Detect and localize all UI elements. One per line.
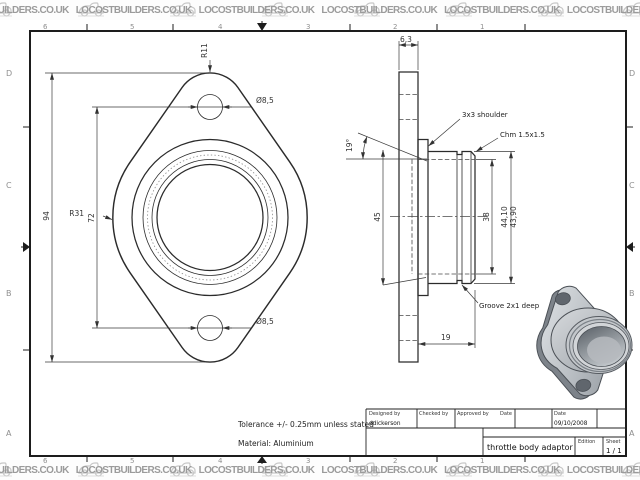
grid-col-label: 4 [218, 457, 223, 465]
grid-row-label: B [629, 289, 635, 298]
material-note: Material: Aluminium [238, 439, 314, 448]
checked-by-label: Checked by [419, 411, 448, 417]
banner-text: LOCOSTBUILDERS.CO.UK [444, 4, 560, 16]
banner-watermark-row: LOCOSTBUILDERS.CO.UK LOCOSTBUILDERS.CO.U… [0, 460, 640, 480]
banner-text: LOCOSTBUILDERS.CO.UK [321, 4, 438, 16]
banner-text: LOCOSTBUILDERS.CO.UK [566, 4, 640, 16]
drawing-notes: Tolerance +/- 0.25mm unless stated Mater… [237, 420, 374, 448]
designed-by-value: ddickerson [369, 421, 401, 427]
spigot-od-circle [142, 150, 278, 285]
bolt-hole-3d-top [555, 292, 571, 306]
dim-corner-radius: R11 [200, 43, 209, 58]
banner-text: LOCOSTBUILDERS.CO.UK [75, 464, 192, 476]
drawing-title: throttle body adaptor [487, 443, 573, 452]
grid-col-label: 1 [480, 457, 484, 465]
grid-col-label: 2 [393, 457, 397, 465]
edition-label: Edition [578, 439, 595, 445]
drawing-frame: 6 5 4 3 2 1 6 5 4 3 2 1 D [6, 21, 635, 465]
grid-col-label: 3 [306, 23, 310, 31]
dim-hole-spacing: 72 [87, 213, 96, 223]
dim-side-radius: R31 [69, 209, 84, 218]
tolerance-note: Tolerance +/- 0.25mm unless stated [237, 420, 374, 429]
dim-od-max: 44,10 [500, 206, 509, 228]
grid-col-label: 2 [393, 23, 397, 31]
grid-row-label: C [6, 181, 12, 190]
approved-by-label: Approved by [457, 411, 489, 417]
boss-outer-circle [131, 138, 289, 297]
grid-row-label: D [6, 69, 12, 78]
grid-numbers-bottom: 6 5 4 3 2 1 [43, 457, 484, 465]
sheet-value: 1 / 1 [606, 447, 622, 455]
hidden-lines [399, 94, 475, 341]
grid-col-label: 5 [130, 457, 134, 465]
grid-numbers-top: 6 5 4 3 2 1 [43, 23, 484, 31]
banner-watermark-row: LOCOSTBUILDERS.CO.UK LOCOSTBUILDERS.CO.U… [0, 0, 640, 20]
dim-od-min: 43,90 [509, 206, 518, 228]
callout-chamfer: Chm 1.5x1.5 [500, 131, 545, 139]
groove-root-circle [147, 154, 273, 281]
date-label-2: Date [554, 411, 566, 417]
render-3d [536, 285, 633, 400]
grid-row-label: A [6, 429, 12, 438]
chamfer-edge-circle [151, 159, 269, 276]
dim-counterbore: 45 [373, 212, 382, 222]
banner-text: LOCOSTBUILDERS.CO.UK [566, 464, 640, 476]
dim-overall-height: 94 [42, 211, 51, 221]
bore-circle [156, 163, 264, 272]
grid-col-label: 1 [480, 23, 484, 31]
title-block: Designed by ddickerson Checked by Approv… [365, 408, 626, 456]
banner-text: LOCOSTBUILDERS.CO.UK [198, 4, 315, 16]
designed-by-label: Designed by [369, 411, 400, 417]
date-label-1: Date [500, 411, 512, 417]
grid-row-label: C [629, 181, 635, 190]
dim-plate-thickness: 6,3 [400, 35, 412, 44]
grid-row-label: B [6, 289, 12, 298]
dim-hole-dia-top: Ø8,5 [256, 96, 274, 105]
dim-hole-dia-bottom: Ø8,5 [256, 317, 274, 326]
side-view-dimensions: 6,3 45 38 44,10 43,90 19 3x3 shoulder Ch… [373, 35, 545, 348]
banner-text: LOCOSTBUILDERS.CO.UK [444, 464, 560, 476]
grid-col-label: 5 [130, 23, 134, 31]
bore-inner-3d [587, 336, 621, 364]
side-view: 19° 6,3 45 38 44,10 43,90 [345, 35, 545, 363]
grid-ticks-right: D C B A [626, 69, 635, 438]
bolt-hole-3d-bottom [575, 378, 592, 392]
banner-text: LOCOSTBUILDERS.CO.UK [75, 4, 192, 16]
banner-text: LOCOSTBUILDERS.CO.UK [0, 464, 69, 476]
banner-text: LOCOSTBUILDERS.CO.UK [198, 464, 315, 476]
grid-col-label: 6 [43, 23, 48, 31]
spigot-profile [428, 150, 476, 285]
grid-ticks-top [86, 21, 526, 31]
dim-taper-angle: 19° [345, 138, 354, 152]
dim-bore: 38 [482, 212, 491, 222]
banner-text: LOCOSTBUILDERS.CO.UK [321, 464, 438, 476]
shoulder-profile [417, 138, 429, 297]
grid-ticks-bottom [86, 456, 526, 464]
dim-spigot-length: 19 [441, 333, 451, 342]
flange-plate-profile [398, 71, 419, 363]
top-banner: LOCOSTBUILDERS.CO.UK LOCOSTBUILDERS.CO.U… [0, 0, 640, 20]
banner-text: LOCOSTBUILDERS.CO.UK [0, 4, 69, 16]
sheet-label: Sheet [606, 439, 620, 445]
callout-shoulder: 3x3 shoulder [462, 111, 508, 119]
front-view-dimensions: 94 72 Ø8,5 Ø8,5 R11 R31 [42, 43, 274, 363]
groove-3d [568, 318, 632, 373]
date-value: 09/10/2008 [554, 421, 588, 427]
grid-row-label: A [629, 429, 635, 438]
grid-col-label: 3 [306, 457, 310, 465]
bottom-banner: LOCOSTBUILDERS.CO.UK LOCOSTBUILDERS.CO.U… [0, 460, 640, 480]
grid-ticks-left: D C B A [6, 69, 30, 438]
flange-outline [112, 72, 308, 363]
grid-col-label: 6 [43, 457, 48, 465]
front-view: 94 72 Ø8,5 Ø8,5 R11 R31 [42, 43, 308, 363]
callout-groove: Groove 2x1 deep [479, 302, 540, 310]
taper-angle-construction: 19° [345, 132, 428, 286]
grid-col-label: 4 [218, 23, 223, 31]
grid-row-label: D [629, 69, 635, 78]
